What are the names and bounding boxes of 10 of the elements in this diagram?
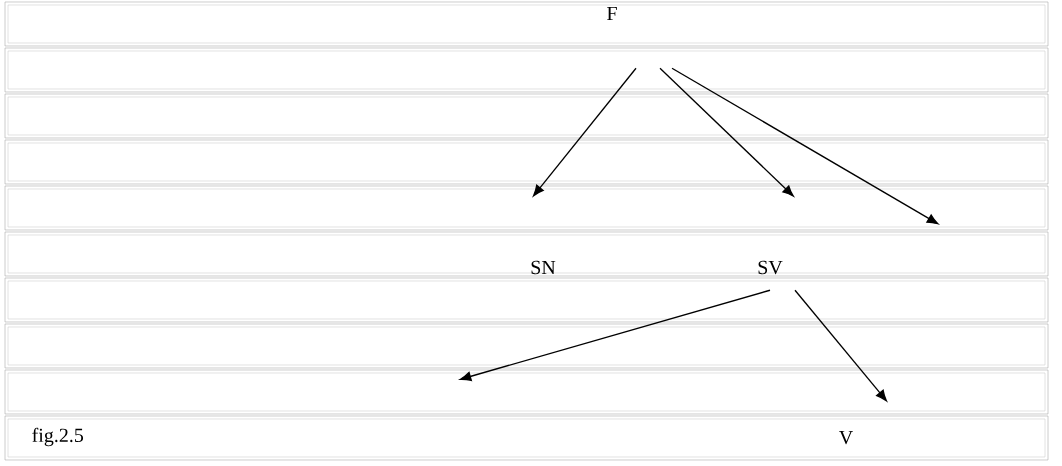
caption: fig.2.5 — [32, 427, 84, 447]
node-label: SV — [758, 260, 783, 275]
arrow — [671, 67, 939, 225]
arrow — [794, 289, 888, 402]
node-label: F — [607, 6, 617, 20]
arrow — [459, 289, 771, 382]
node-label: V — [839, 430, 853, 445]
arrow — [532, 67, 637, 197]
node-label: SN — [531, 260, 556, 275]
arrow — [659, 67, 794, 197]
